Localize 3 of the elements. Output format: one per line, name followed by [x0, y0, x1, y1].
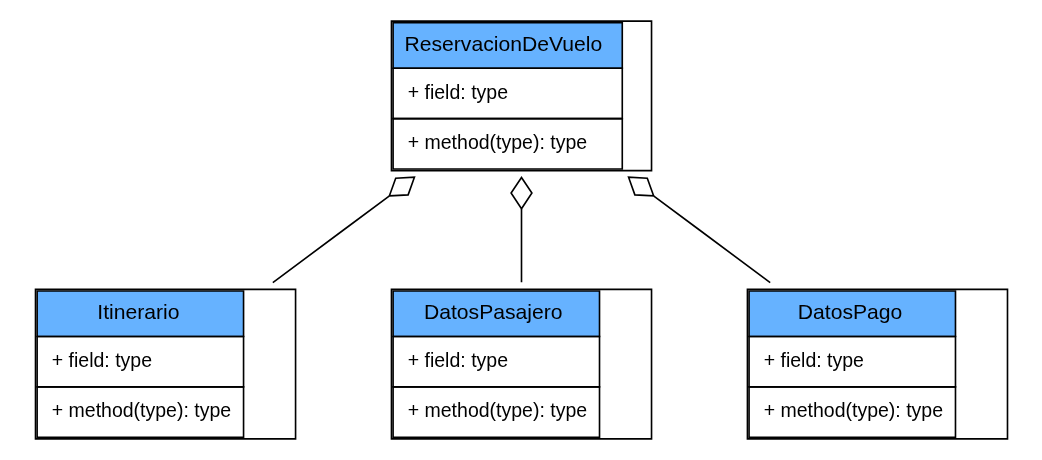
- connector: [271, 176, 416, 284]
- connector: [626, 176, 771, 284]
- connector: [509, 176, 533, 284]
